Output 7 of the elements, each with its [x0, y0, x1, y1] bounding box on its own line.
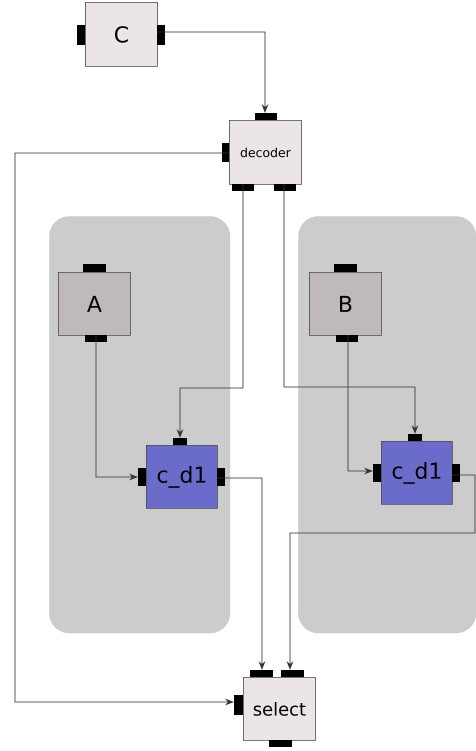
block-box: decoder	[229, 120, 302, 185]
block-box: select	[243, 677, 316, 741]
block-box: c_d1	[381, 441, 453, 505]
block-box: B	[309, 272, 382, 336]
block-box: C	[85, 2, 158, 67]
block-box: c_d1	[146, 445, 218, 509]
block-box: A	[58, 272, 131, 336]
